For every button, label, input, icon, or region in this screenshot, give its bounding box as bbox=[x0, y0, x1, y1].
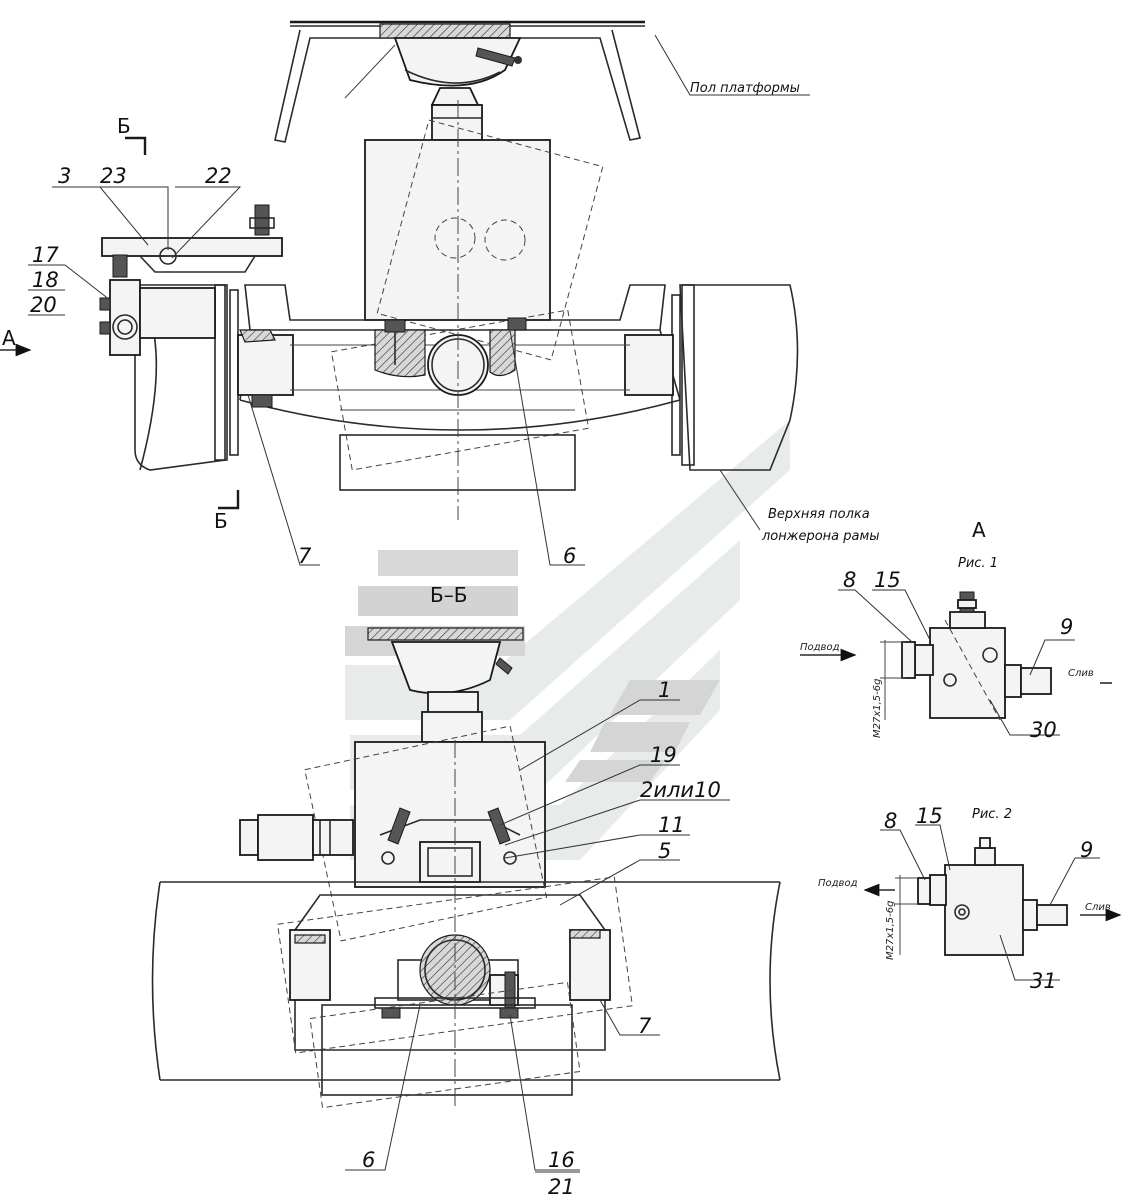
callout-17: 17 bbox=[32, 243, 59, 267]
callout-6-bottom: 6 bbox=[362, 1148, 375, 1172]
callout-8-fig2: 8 bbox=[884, 809, 897, 833]
callout-8-fig1: 8 bbox=[843, 568, 856, 592]
fig1-title: Рис. 1 bbox=[958, 556, 998, 571]
callout-1: 1 bbox=[658, 678, 671, 702]
callout-31: 31 bbox=[1030, 969, 1057, 993]
thread-fig1: М27х1,5-6g bbox=[872, 679, 883, 739]
callout-18: 18 bbox=[32, 268, 59, 292]
view-a-title: А bbox=[972, 518, 986, 542]
callout-5: 5 bbox=[658, 839, 671, 863]
callout-7-top: 7 bbox=[298, 544, 312, 568]
callout-15-fig2: 15 bbox=[916, 804, 943, 828]
section-bb-title: Б–Б bbox=[430, 583, 467, 607]
callout-16: 16 bbox=[548, 1148, 575, 1172]
callout-9-fig2: 9 bbox=[1080, 838, 1093, 862]
labels: Пол платформы Верхняя полка лонжерона ра… bbox=[2, 81, 1111, 1199]
callout-30: 30 bbox=[1030, 718, 1057, 742]
thread-fig2: М27х1,5-6g bbox=[885, 901, 896, 961]
arrow-a-label: А bbox=[2, 326, 16, 350]
cut-mark-b-top: Б bbox=[117, 114, 131, 138]
port-inlet-fig2: Подвод bbox=[818, 878, 858, 889]
port-outlet-fig1: Слив bbox=[1068, 668, 1094, 679]
section-bb-view bbox=[151, 627, 781, 1110]
note-frame-flange-1: Верхняя полка bbox=[768, 507, 870, 522]
callout-7-bottom: 7 bbox=[638, 1014, 652, 1038]
callout-3: 3 bbox=[58, 164, 71, 188]
note-frame-flange-2: лонжерона рамы bbox=[761, 529, 880, 544]
callout-9-fig1: 9 bbox=[1060, 615, 1073, 639]
cut-mark-b-bottom: Б bbox=[214, 509, 228, 533]
callout-2-10: 2или10 bbox=[640, 778, 721, 802]
view-a-fig1 bbox=[800, 589, 1112, 736]
callout-15-fig1: 15 bbox=[874, 568, 901, 592]
view-a-fig2 bbox=[863, 824, 1122, 981]
section-leaders bbox=[345, 699, 730, 1173]
note-platform-floor: Пол платформы bbox=[690, 81, 800, 96]
top-leaders bbox=[0, 34, 810, 566]
callout-21: 21 bbox=[548, 1175, 575, 1199]
port-inlet-fig1: Подвод bbox=[800, 642, 840, 653]
port-outlet-fig2: Слив bbox=[1085, 902, 1111, 913]
callout-20: 20 bbox=[30, 293, 57, 317]
fig2-title: Рис. 2 bbox=[972, 807, 1012, 822]
callout-19: 19 bbox=[650, 743, 677, 767]
callout-22: 22 bbox=[205, 164, 232, 188]
callout-6-top: 6 bbox=[563, 544, 576, 568]
top-view bbox=[99, 20, 799, 520]
callout-23: 23 bbox=[100, 164, 127, 188]
callout-11: 11 bbox=[658, 813, 685, 837]
